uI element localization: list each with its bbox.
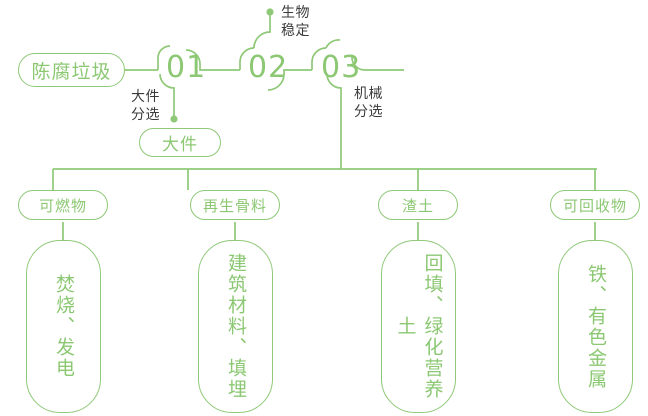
stage-number-03[interactable]: 03 [321,50,362,85]
detail-text-slag: 回填、绿化营养土 [394,253,444,400]
arc-01-left [157,45,171,70]
stage-annotation-01: 大件 分选 [131,89,160,123]
node-output-recyclable[interactable]: 可回收物 [550,190,640,220]
arc-03-left [311,47,327,70]
detail-text-aggregate: 建筑材料、填埋 [224,253,247,400]
detail-box-recyclable[interactable]: 铁、有色金属 [558,240,633,413]
stage-annotation-03: 机械 分选 [354,86,383,120]
detail-box-combustible[interactable]: 焚烧、发电 [26,240,101,413]
line-02-up [253,13,271,49]
stage-number-02[interactable]: 02 [248,50,289,85]
detail-box-aggregate[interactable]: 建筑材料、填埋 [198,240,273,413]
arc-02-left [239,47,255,70]
trunk-03-down [326,73,342,169]
node-source-waste[interactable]: 陈腐垃圾 [18,53,125,87]
node-output-aggregate[interactable]: 再生骨料 [190,190,280,220]
node-output-slag[interactable]: 渣土 [378,190,458,220]
detail-text-combustible: 焚烧、发电 [52,274,75,379]
dot-01-drop [170,115,178,123]
stage-annotation-02: 生物 稳定 [281,5,310,39]
detail-text-recyclable: 铁、有色金属 [584,263,607,390]
line-03-tail [351,55,404,71]
node-output-bulky[interactable]: 大件 [139,128,221,157]
node-output-combustible[interactable]: 可燃物 [18,190,108,220]
dot-02-up [266,8,274,16]
line-01-drop [159,73,175,118]
stage-number-01[interactable]: 01 [166,50,207,85]
arc-03-top [325,39,341,49]
arc-02-right [267,69,312,91]
detail-box-slag[interactable]: 回填、绿化营养土 [381,240,456,413]
arc-01-right [185,49,240,71]
